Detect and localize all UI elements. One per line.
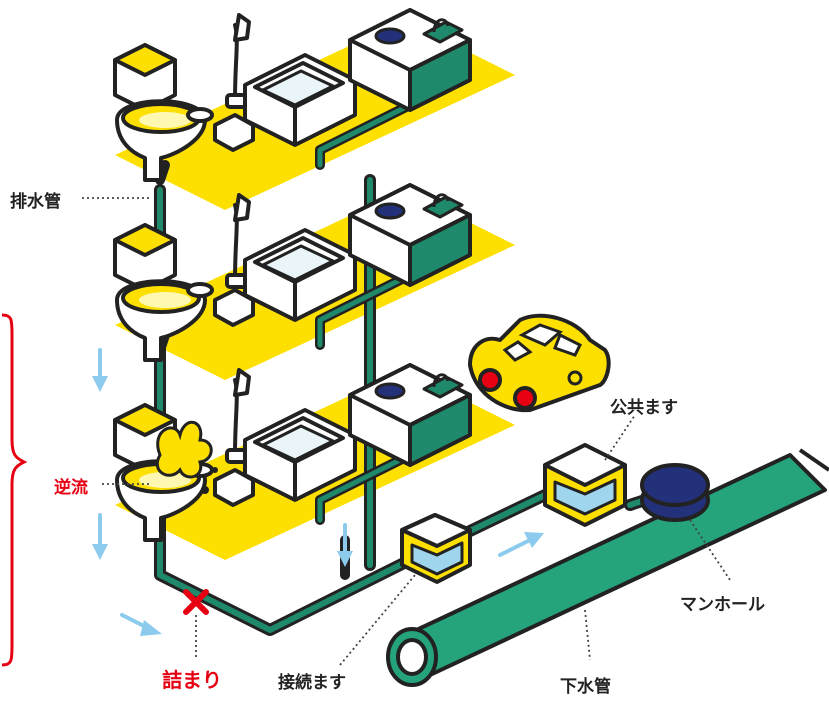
connection-basin xyxy=(400,513,472,584)
manhole xyxy=(640,463,710,522)
flow-arrow-icon xyxy=(337,523,353,567)
label-connection-basin: 接続ます xyxy=(278,673,346,693)
clog-x-icon xyxy=(183,589,209,615)
public-basin xyxy=(543,443,627,527)
floor-1-fixtures xyxy=(113,363,472,542)
flow-arrow-icon xyxy=(498,532,544,557)
label-backflow: 逆流 xyxy=(54,478,88,498)
label-public-basin: 公共ます xyxy=(610,398,678,418)
label-drain-pipe: 排水管 xyxy=(10,192,61,212)
flow-arrow-icon xyxy=(92,513,108,560)
backflow-bracket xyxy=(1,313,28,667)
label-sewer-pipe: 下水管 xyxy=(560,677,611,697)
flow-arrow-icon xyxy=(92,348,108,392)
label-clog: 詰まり xyxy=(162,668,222,692)
sewer-pipe xyxy=(386,448,829,687)
label-manhole: マンホール xyxy=(680,595,765,615)
car-icon xyxy=(468,313,611,413)
leader-lines xyxy=(82,197,731,666)
flow-arrows xyxy=(92,348,544,636)
flow-arrow-icon xyxy=(120,613,162,636)
backflow-splash xyxy=(156,421,213,479)
